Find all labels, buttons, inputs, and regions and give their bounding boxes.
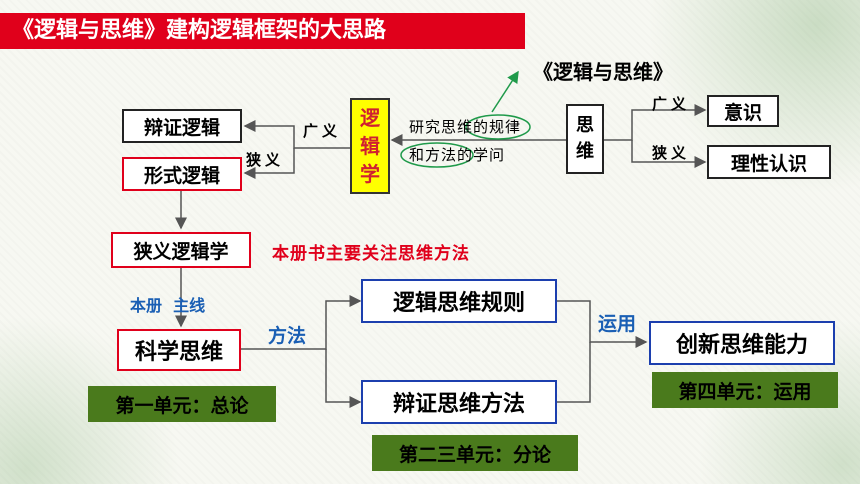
node-thinking: 思 维 — [566, 104, 604, 174]
unit-4-badge: 第四单元：运用 — [652, 372, 838, 408]
main-line-label: 本册 主线 — [130, 296, 206, 315]
node-rational-cognition: 理性认识 — [707, 145, 831, 179]
node-narrow-logic: 狭义逻辑学 — [111, 232, 251, 268]
node-innovative-ability: 创新思维能力 — [649, 321, 835, 365]
logic-char-1: 逻 — [360, 106, 380, 130]
label-method: 方法 — [268, 325, 307, 347]
label-narrow-right: 狭义 — [652, 144, 691, 162]
node-logic-discipline: 逻 辑 学 — [350, 98, 390, 194]
page-title: 《逻辑与思维》建构逻辑框架的大思路 — [0, 13, 525, 49]
logic-char-3: 学 — [360, 162, 380, 186]
annotation-ellipse-method — [400, 142, 474, 168]
definition-line-1: 研究思维的规律 — [409, 118, 522, 136]
annotation-arrow — [491, 70, 519, 113]
line-thinking-to-rational — [631, 140, 707, 168]
line-dialectical-to-innovation — [557, 342, 591, 403]
node-formal-logic: 形式逻辑 — [122, 157, 242, 191]
label-narrow-left: 狭义 — [246, 151, 285, 169]
label-application: 运用 — [598, 313, 637, 335]
thinking-char-2: 维 — [576, 141, 594, 162]
node-dialectical-logic: 辩证逻辑 — [122, 109, 242, 143]
node-logic-rules: 逻辑思维规则 — [361, 279, 557, 323]
unit-23-badge: 第二三单元：分论 — [372, 435, 578, 471]
unit-1-badge: 第一单元：总论 — [88, 386, 276, 422]
line-science-to-dialectical — [325, 349, 362, 408]
logic-char-2: 辑 — [360, 134, 380, 158]
focus-note: 本册书主要关注思维方法 — [272, 244, 470, 264]
annotation-ellipse-law — [465, 114, 531, 140]
definition-line-2: 和方法的学问 — [409, 146, 506, 164]
line-logic-to-formal — [243, 148, 295, 179]
node-consciousness: 意识 — [707, 95, 779, 127]
label-broad-right: 广义 — [652, 95, 691, 113]
thinking-char-1: 思 — [576, 115, 594, 136]
line-science-to-methods — [241, 295, 362, 350]
node-dialectical-methods: 辩证思维方法 — [361, 380, 557, 424]
line-methods-to-innovation — [557, 300, 648, 348]
node-scientific-thinking: 科学思维 — [117, 329, 241, 371]
line-logic-to-branches — [243, 120, 350, 149]
book-title: 《逻辑与思维》 — [533, 60, 673, 84]
label-broad-left: 广义 — [303, 122, 342, 140]
line-thinking-to-consciousness — [604, 104, 707, 141]
